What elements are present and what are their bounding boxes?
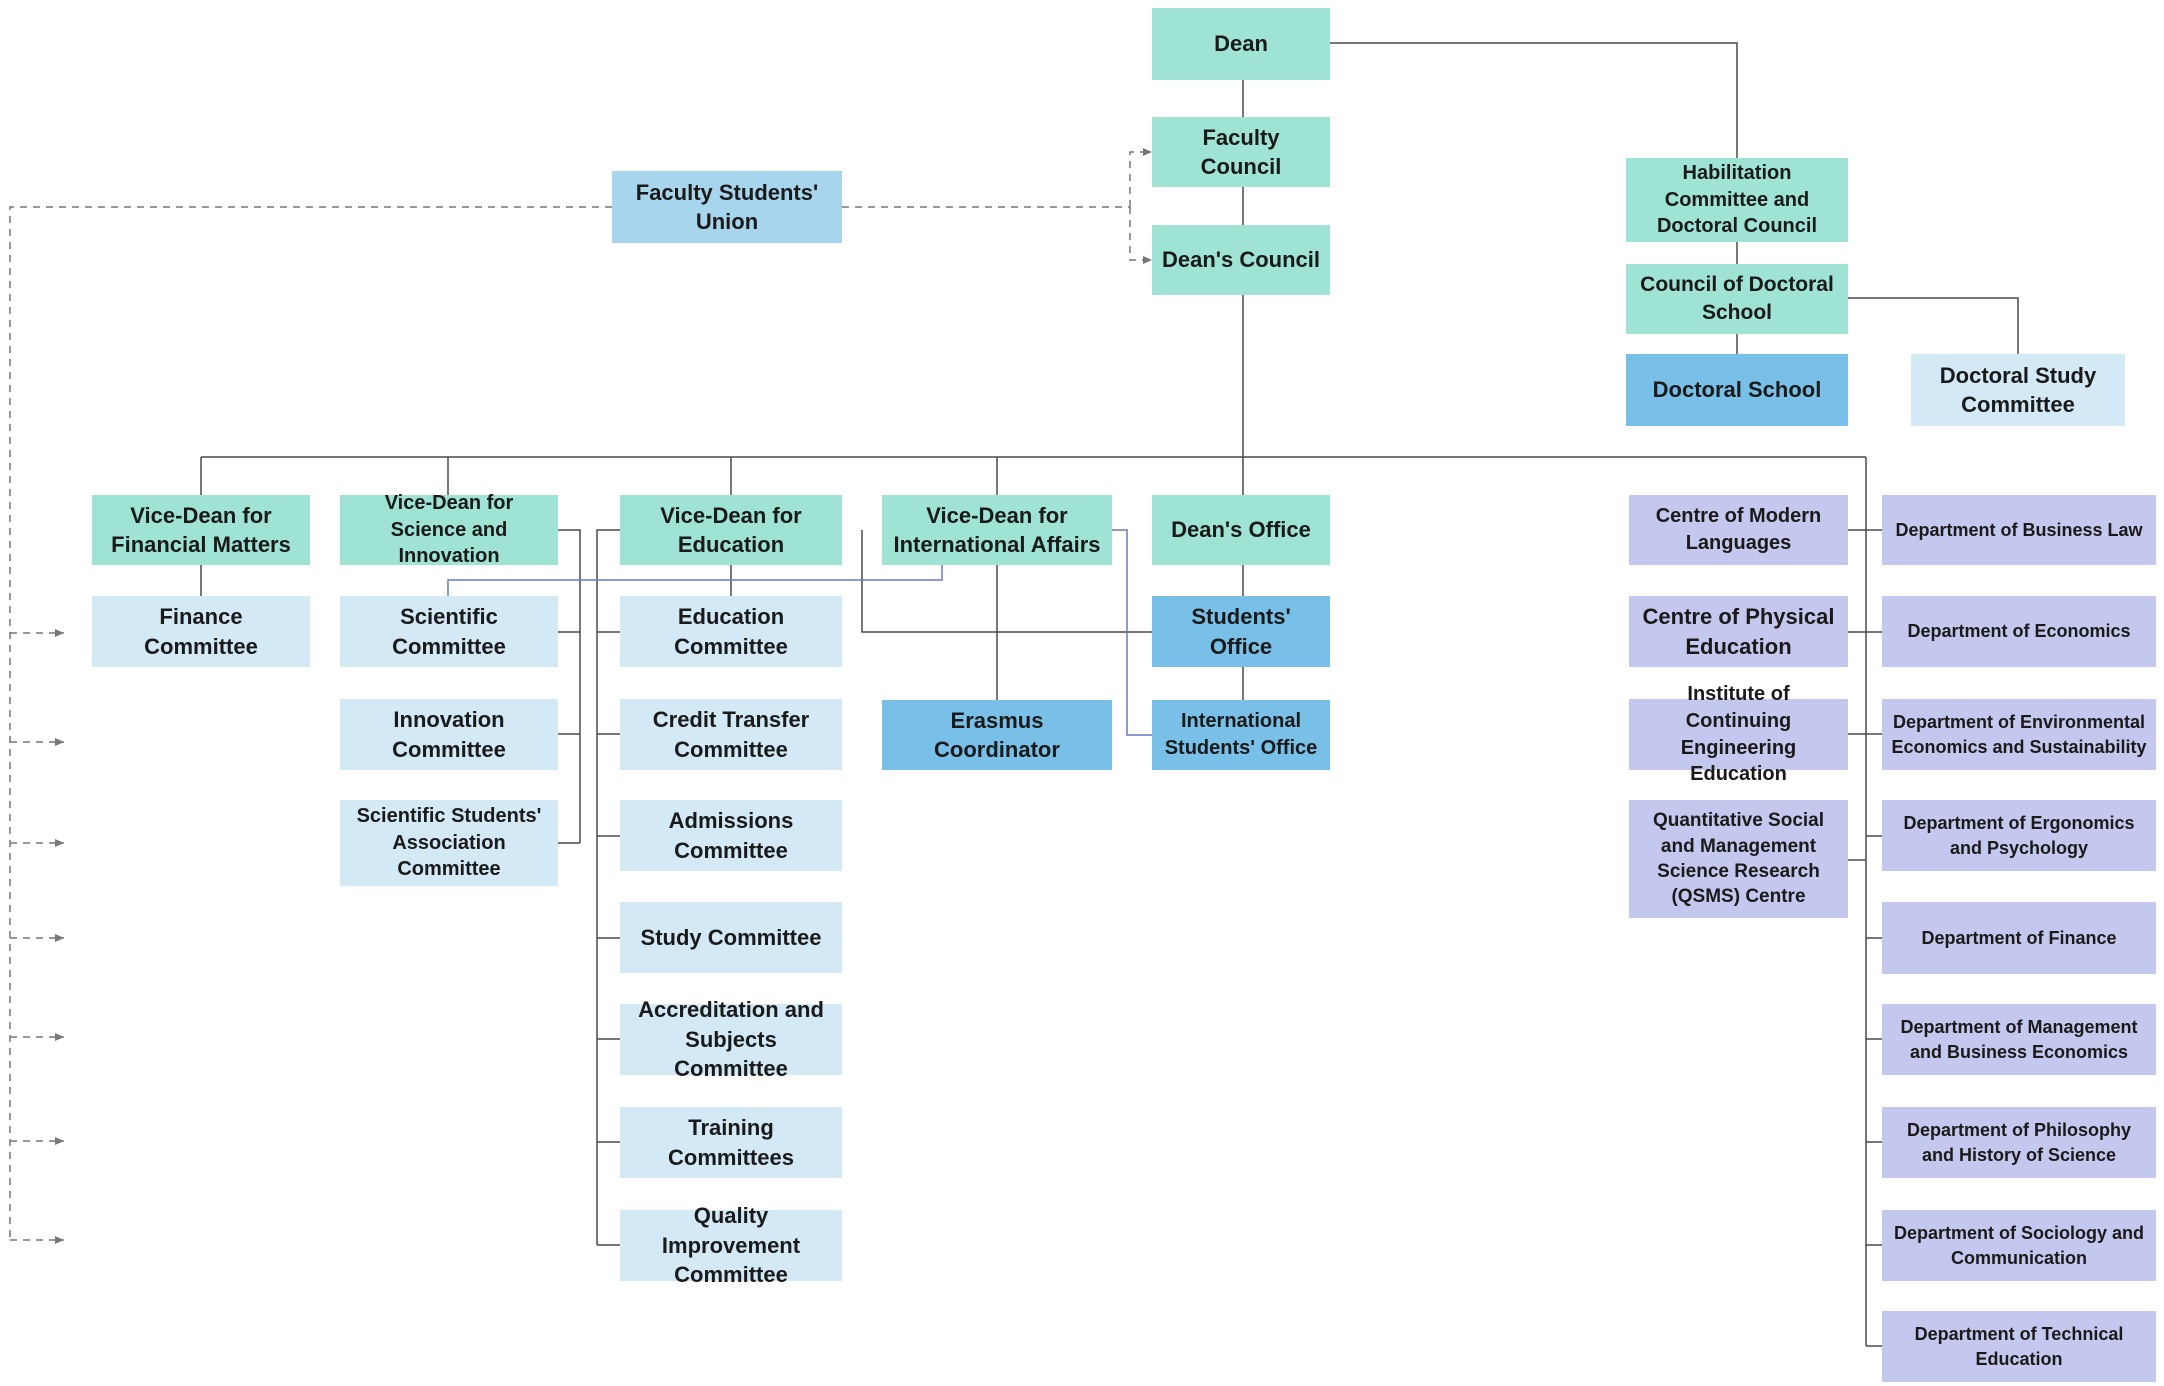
dept-finance-box: Department of Finance (1882, 902, 2156, 974)
centre-modern-languages-box: Centre of Modern Languages (1629, 495, 1848, 565)
international-students-office-box: International Students' Office (1152, 700, 1330, 770)
scientific-students-association-committee-box: Scientific Students' Association Committ… (340, 800, 558, 886)
dept-philosophy-box: Department of Philosophy and History of … (1882, 1107, 2156, 1178)
quality-improvement-committee-box: Quality Improvement Committee (620, 1203, 842, 1287)
faculty-council-box: Faculty Council (1152, 117, 1330, 187)
dept-sociology-box: Department of Sociology and Communicatio… (1882, 1210, 2156, 1281)
vd-international-to-intl-office-link (1112, 529, 1152, 736)
dept-ergonomics-box: Department of Ergonomics and Psychology (1882, 800, 2156, 871)
accreditation-committee-box: Accreditation and Subjects Committee (620, 997, 842, 1081)
erasmus-coordinator-box: Erasmus Coordinator (882, 700, 1112, 770)
dept-economics-box: Department of Economics (1882, 596, 2156, 667)
finance-committee-box: Finance Committee (92, 596, 310, 667)
vice-dean-science-box: Vice-Dean for Science and Innovation (340, 492, 558, 567)
deans-office-box: Dean's Office (1152, 495, 1330, 565)
dean-box: Dean (1152, 8, 1330, 80)
doctoral-study-committee-box: Doctoral Study Committee (1911, 354, 2125, 426)
vice-dean-financial-box: Vice-Dean for Financial Matters (92, 495, 310, 565)
centre-physical-education-box: Centre of Physical Education (1629, 596, 1848, 667)
union-to-faculty-council-arrow (1129, 148, 1152, 207)
union-links (9, 148, 1152, 1244)
vice-dean-education-box: Vice-Dean for Education (620, 495, 842, 565)
deans-council-box: Dean's Council (1152, 225, 1330, 295)
council-of-doctoral-school-box: Council of Doctoral School (1626, 264, 1848, 334)
credit-transfer-committee-box: Credit Transfer Committee (620, 699, 842, 770)
innovation-committee-box: Innovation Committee (340, 699, 558, 770)
dept-management-box: Department of Management and Business Ec… (1882, 1004, 2156, 1075)
education-committee-box: Education Committee (620, 596, 842, 667)
dean-to-habilitation-line (1330, 42, 1738, 158)
vice-dean-international-box: Vice-Dean for International Affairs (882, 495, 1112, 565)
qsms-centre-box: Quantitative Social and Management Scien… (1629, 800, 1848, 918)
dept-business-law-box: Department of Business Law (1882, 495, 2156, 565)
institute-continuing-education-box: Institute of Continuing Engineering Educ… (1629, 683, 1848, 785)
union-to-deans-council-arrow (1129, 207, 1152, 264)
training-committees-box: Training Committees (620, 1107, 842, 1178)
admissions-committee-box: Admissions Committee (620, 800, 842, 871)
dept-environmental-box: Department of Environmental Economics an… (1882, 699, 2156, 770)
scientific-committee-box: Scientific Committee (340, 596, 558, 667)
students-office-box: Students' Office (1152, 596, 1330, 667)
habilitation-committee-box: Habilitation Committee and Doctoral Coun… (1626, 158, 1848, 242)
dept-technical-education-box: Department of Technical Education (1882, 1311, 2156, 1382)
council-to-doctoral-study-line (1848, 297, 2019, 354)
faculty-students-union-box: Faculty Students' Union (612, 171, 842, 243)
vd-science-bracket-line (558, 529, 581, 843)
doctoral-school-box: Doctoral School (1626, 354, 1848, 426)
vd-education-bracket-line (596, 529, 620, 1245)
study-committee-box: Study Committee (620, 902, 842, 973)
